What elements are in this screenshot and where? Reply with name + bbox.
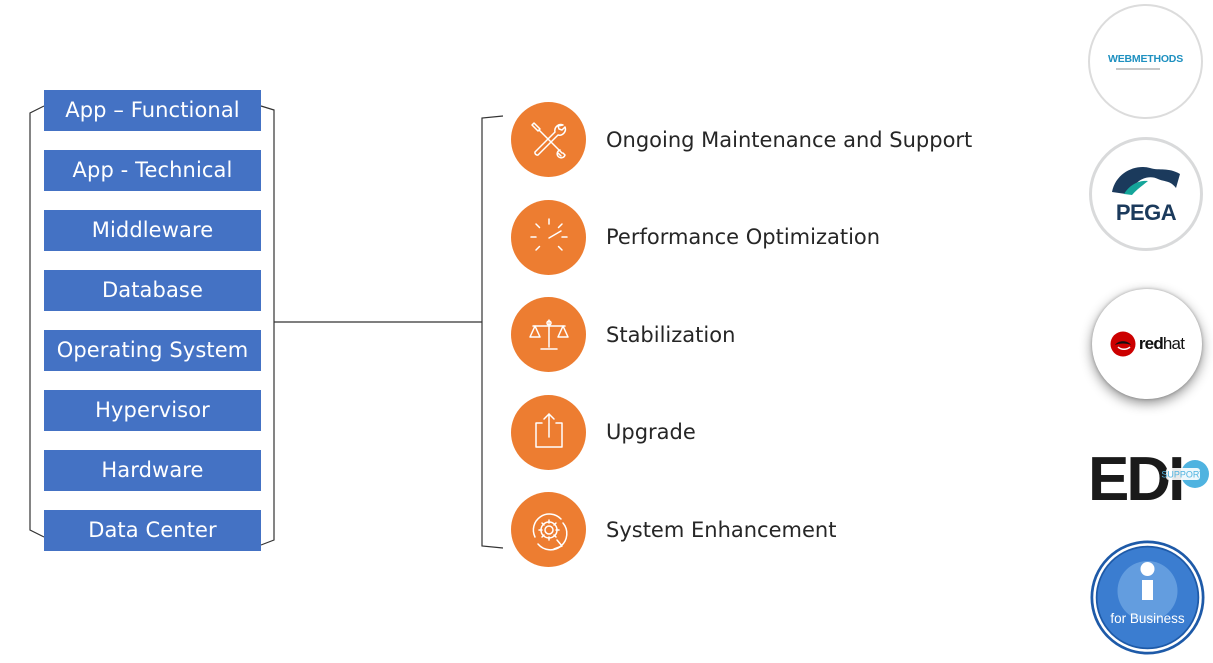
ibmi-letter-i-icon bbox=[1142, 580, 1153, 600]
redhat-logo-hat: hat bbox=[1162, 334, 1185, 353]
balance-scale-icon bbox=[511, 297, 586, 372]
services-bracket bbox=[481, 115, 504, 549]
layer-hardware: Hardware bbox=[44, 450, 261, 491]
webmethods-logo-text: WEBMETHODS bbox=[1108, 53, 1183, 65]
webmethods-logo: WEBMETHODS bbox=[1088, 4, 1203, 119]
pega-pegasus-icon bbox=[1112, 167, 1180, 195]
layer-app-functional: App – Functional bbox=[44, 90, 261, 131]
ibm-i-for-business-logo: for Business bbox=[1089, 539, 1206, 656]
ibmi-logo-text: for Business bbox=[1110, 611, 1185, 626]
layer-middleware: Middleware bbox=[44, 210, 261, 251]
redhat-logo-text: redhat bbox=[1138, 334, 1185, 354]
upload-icon bbox=[511, 394, 586, 470]
layer-hypervisor: Hypervisor bbox=[44, 390, 261, 431]
left-bracket bbox=[29, 105, 45, 538]
service-item: Performance Optimization bbox=[511, 199, 1051, 275]
technology-stack: App – Functional App - Technical Middlew… bbox=[44, 90, 261, 551]
right-bracket bbox=[260, 105, 275, 546]
layer-operating-system: Operating System bbox=[44, 330, 261, 371]
redhat-logo: redhat bbox=[1092, 289, 1202, 399]
layer-data-center: Data Center bbox=[44, 510, 261, 551]
service-label: Stabilization bbox=[606, 322, 736, 347]
speedometer-icon bbox=[511, 199, 586, 275]
layer-database: Database bbox=[44, 270, 261, 311]
services-list: Ongoing Maintenance and Support Performa… bbox=[511, 102, 1051, 567]
service-item: Upgrade bbox=[511, 394, 1051, 470]
service-label: System Enhancement bbox=[606, 517, 837, 542]
edi-logo-badge: SUPPORT bbox=[1161, 470, 1205, 480]
wrench-screwdriver-icon bbox=[511, 102, 586, 177]
service-label: Upgrade bbox=[606, 420, 696, 444]
layer-app-technical: App - Technical bbox=[44, 150, 261, 191]
service-label: Performance Optimization bbox=[606, 225, 881, 249]
webmethods-logo-underline bbox=[1115, 68, 1160, 70]
edi-support-logo: EDI SUPPORT bbox=[1088, 440, 1213, 510]
service-item: Ongoing Maintenance and Support bbox=[511, 102, 1051, 177]
service-label: Ongoing Maintenance and Support bbox=[606, 127, 973, 152]
gear-refresh-icon bbox=[511, 492, 586, 567]
ibmi-dot-icon bbox=[1140, 562, 1155, 576]
redhat-logo-red: red bbox=[1138, 334, 1164, 353]
pega-logo-text: PEGA bbox=[1115, 200, 1177, 225]
service-item: System Enhancement bbox=[511, 492, 1051, 567]
service-item: Stabilization bbox=[511, 297, 1051, 372]
redhat-shadowman-icon bbox=[1110, 331, 1136, 357]
pega-logo: PEGA bbox=[1089, 137, 1203, 251]
